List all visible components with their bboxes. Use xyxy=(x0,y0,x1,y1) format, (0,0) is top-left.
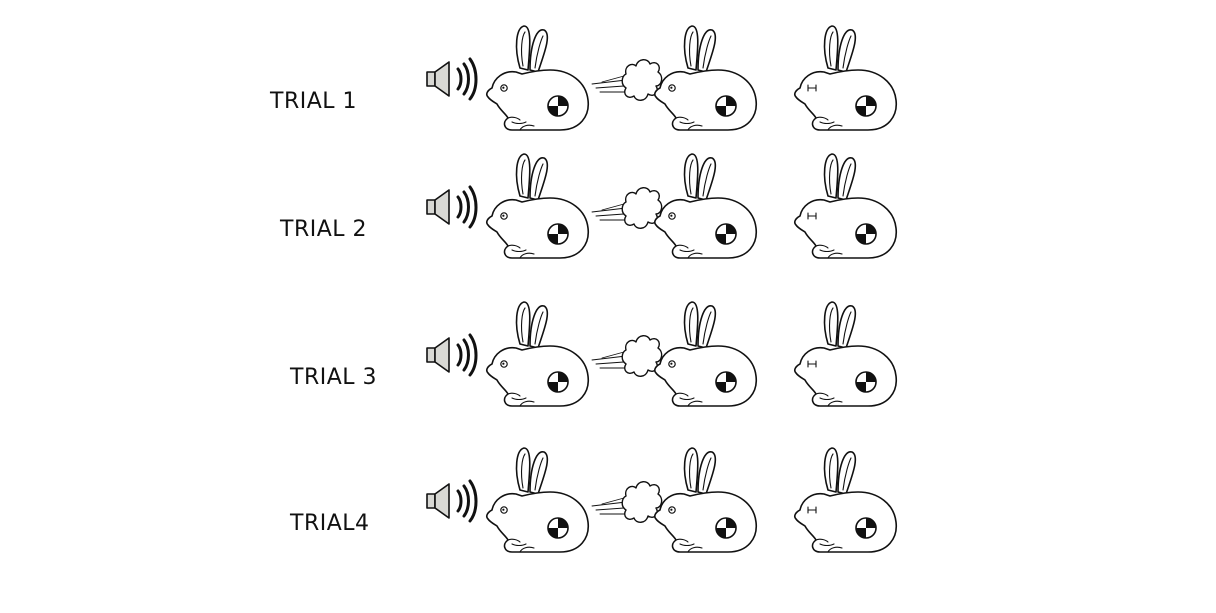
air-puff-icon xyxy=(591,59,663,101)
trial-row: TRIAL4 xyxy=(289,447,898,553)
rabbit-icon xyxy=(653,447,758,553)
open-eye-icon xyxy=(500,84,508,92)
trial-label: TRIAL4 xyxy=(289,511,370,536)
open-eye-icon xyxy=(668,84,676,92)
rabbit-icon xyxy=(485,301,590,407)
open-eye-icon xyxy=(668,506,676,514)
open-eye-icon xyxy=(500,212,508,220)
trial-row: TRIAL 2 xyxy=(279,153,898,259)
trial-label: TRIAL 3 xyxy=(289,365,377,390)
rabbit-icon xyxy=(485,447,590,553)
air-puff-icon xyxy=(591,335,663,377)
rabbit-icon xyxy=(653,25,758,131)
rabbit-icon xyxy=(793,447,898,553)
speaker-icon xyxy=(425,57,478,101)
trial-row: TRIAL 1 xyxy=(269,25,898,131)
open-eye-icon xyxy=(500,506,508,514)
rabbit-icon xyxy=(653,153,758,259)
rabbit-icon xyxy=(793,301,898,407)
rabbit-icon xyxy=(485,25,590,131)
speaker-icon xyxy=(425,479,478,523)
rabbit-icon xyxy=(653,301,758,407)
rabbit-icon xyxy=(793,25,898,131)
open-eye-icon xyxy=(500,360,508,368)
rabbit-icon xyxy=(793,153,898,259)
trial-label: TRIAL 2 xyxy=(279,217,367,242)
trial-row: TRIAL 3 xyxy=(289,301,898,407)
speaker-icon xyxy=(425,185,478,229)
speaker-icon xyxy=(425,333,478,377)
open-eye-icon xyxy=(668,212,676,220)
rabbit-icon xyxy=(485,153,590,259)
open-eye-icon xyxy=(668,360,676,368)
air-puff-icon xyxy=(591,481,663,523)
trial-label: TRIAL 1 xyxy=(269,89,357,114)
air-puff-icon xyxy=(591,187,663,229)
